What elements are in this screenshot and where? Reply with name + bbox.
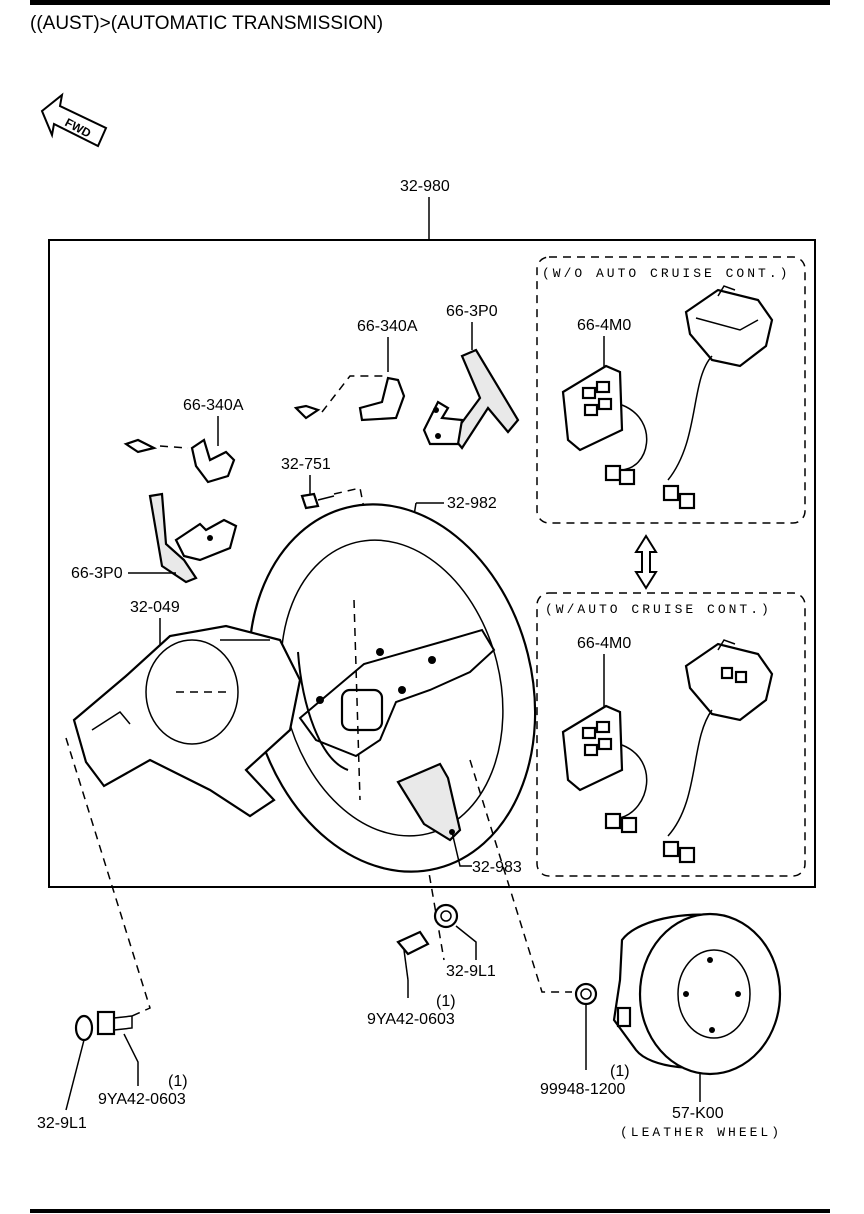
qty-bolt-left: (1) xyxy=(168,1073,188,1090)
variant-box-with-cruise xyxy=(536,592,806,877)
screw-icon xyxy=(300,492,335,510)
callout-32-751: 32-751 xyxy=(281,456,331,473)
callout-32-9L1-center: 32-9L1 xyxy=(446,963,496,980)
bracket-left-icon xyxy=(123,438,236,484)
qty-nut-airbag: (1) xyxy=(610,1063,630,1080)
callout-32-982: 32-982 xyxy=(447,495,497,512)
callout-57-K00: 57-K00 xyxy=(672,1105,724,1122)
bracket-right-icon xyxy=(293,375,406,422)
column-cover-icon xyxy=(72,624,302,818)
nut-airbag-icon xyxy=(574,982,598,1006)
callout-66-340A-right: 66-340A xyxy=(357,318,418,335)
callout-66-4M0-a: 66-4M0 xyxy=(577,317,631,334)
callout-99948-1200: 99948-1200 xyxy=(540,1081,626,1098)
bolt-left-icon xyxy=(96,1010,133,1036)
callout-32-049: 32-049 xyxy=(130,599,180,616)
switch-right-b-icon xyxy=(662,639,774,864)
switch-left-a-icon xyxy=(561,364,648,486)
bottom-rule xyxy=(30,1209,830,1213)
variant-title-without-cruise: (W/O AUTO CRUISE CONT.) xyxy=(542,266,790,281)
paddle-left-icon xyxy=(148,492,238,584)
nut-left-icon xyxy=(74,1014,94,1042)
alternate-arrow-icon xyxy=(634,534,658,590)
fwd-arrow-icon: FWD xyxy=(40,92,108,148)
assembly-frame xyxy=(48,239,816,888)
variant-box-without-cruise xyxy=(536,256,806,524)
qty-bolt-center: (1) xyxy=(436,993,456,1010)
callout-9YA42-0603-center: 9YA42-0603 xyxy=(367,1011,455,1028)
guide-line-wheel xyxy=(353,599,361,801)
steering-wheel-icon xyxy=(247,503,537,873)
paddle-right-icon xyxy=(422,348,520,450)
top-rule xyxy=(30,0,830,5)
switch-left-b-icon xyxy=(561,704,648,834)
guide-line-left xyxy=(65,737,151,1017)
guide-line-airbag xyxy=(469,759,572,993)
callout-32-983: 32-983 xyxy=(472,859,522,876)
callout-66-340A-left: 66-340A xyxy=(183,397,244,414)
callout-9YA42-0603-left: 9YA42-0603 xyxy=(98,1091,186,1108)
airbag-note: (LEATHER WHEEL) xyxy=(620,1125,782,1140)
callout-66-4M0-b: 66-4M0 xyxy=(577,635,631,652)
callout-32-980: 32-980 xyxy=(400,178,450,195)
callout-66-3P0-left: 66-3P0 xyxy=(71,565,123,582)
callout-32-9L1-left: 32-9L1 xyxy=(37,1115,87,1132)
page-title: ((AUST)>(AUTOMATIC TRANSMISSION) xyxy=(30,13,383,34)
variant-title-with-cruise: (W/AUTO CRUISE CONT.) xyxy=(545,602,772,617)
nut-center-icon xyxy=(433,903,459,929)
switch-right-a-icon xyxy=(662,285,774,510)
callout-66-3P0-right: 66-3P0 xyxy=(446,303,498,320)
airbag-module-icon xyxy=(612,912,782,1076)
bolt-center-icon xyxy=(396,930,430,981)
